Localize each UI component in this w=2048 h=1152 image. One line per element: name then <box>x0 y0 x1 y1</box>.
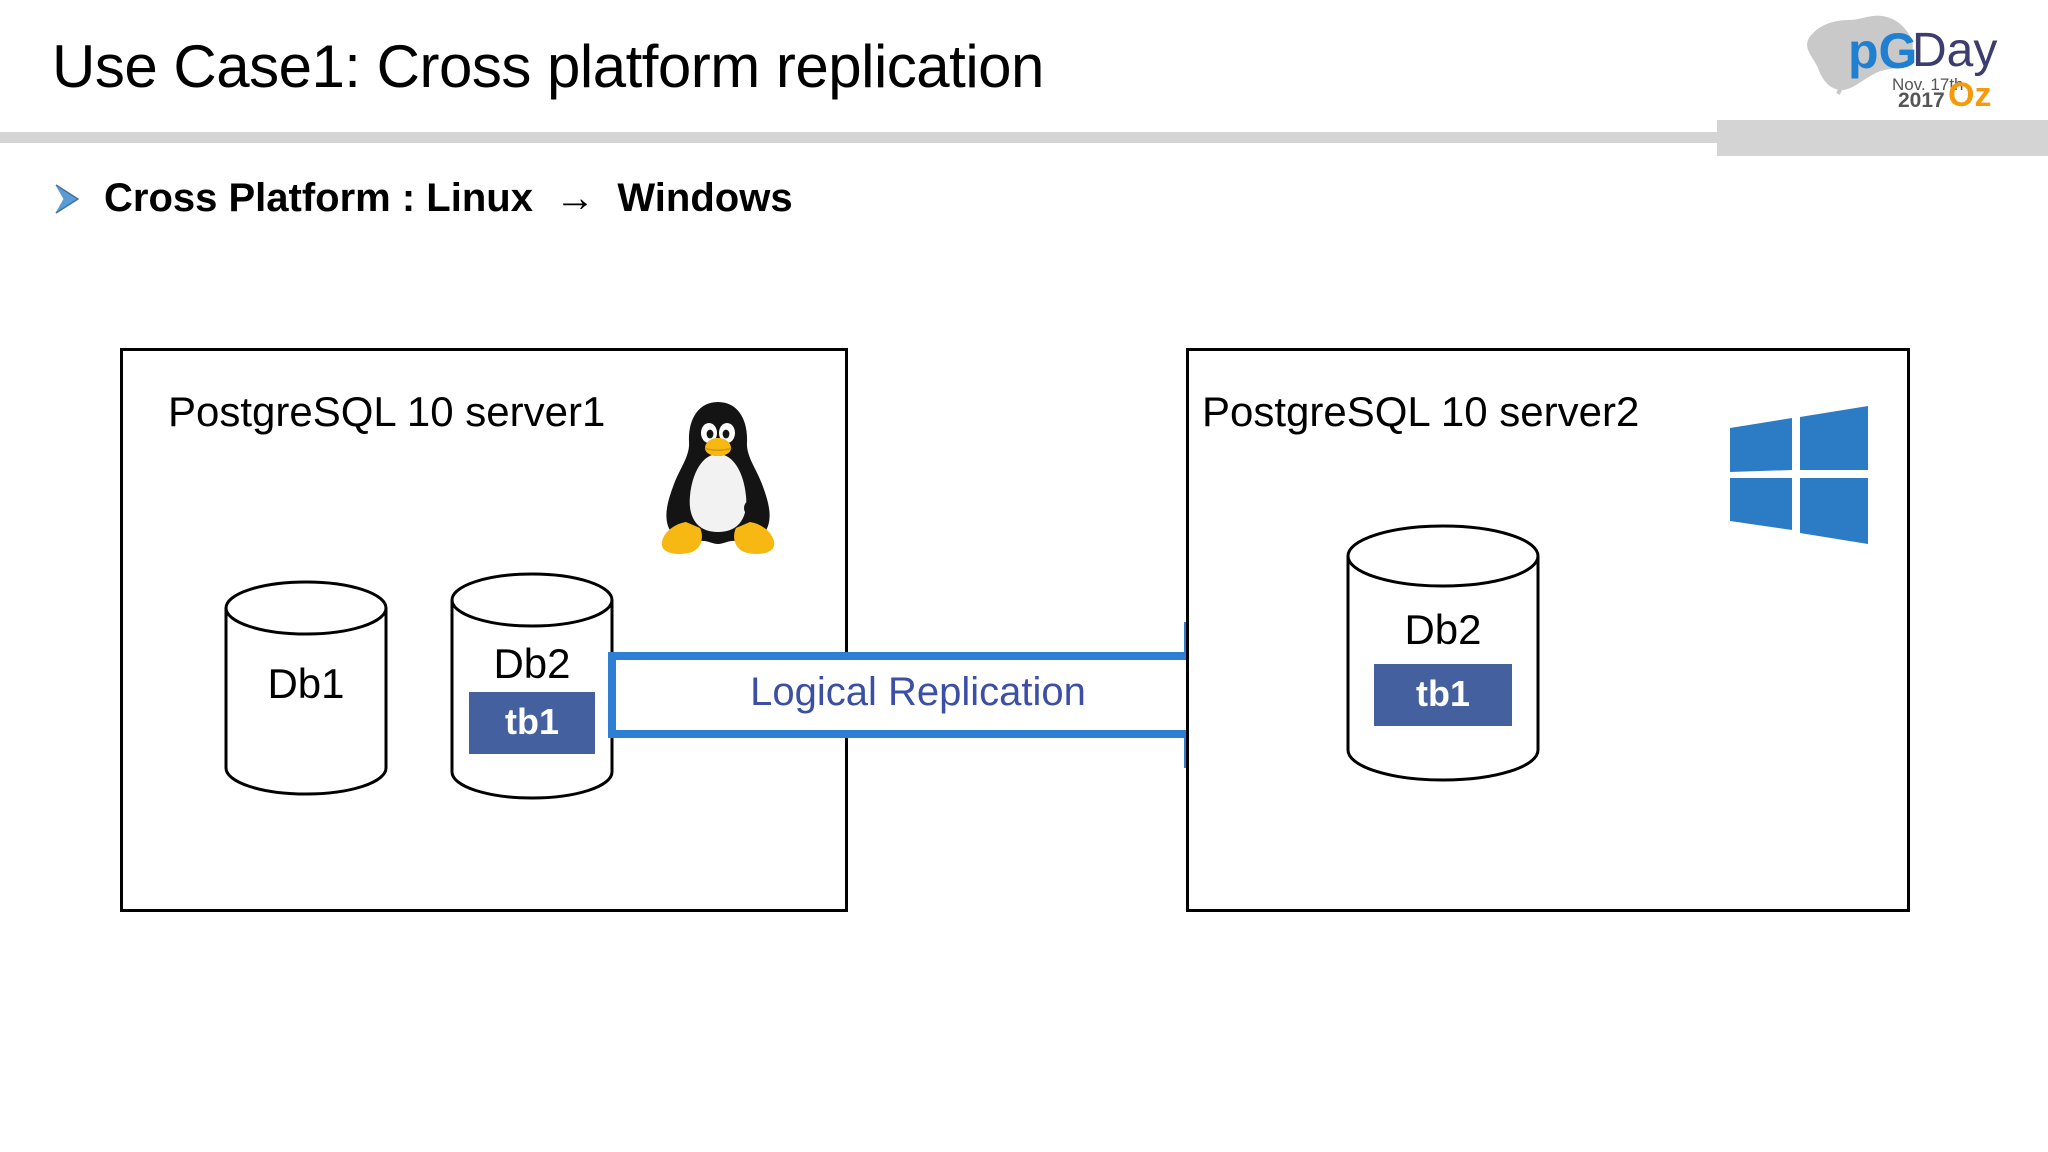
chevron-bullet-icon <box>55 183 80 214</box>
logo-pg-text: pG <box>1848 23 1917 79</box>
bullet-line: Cross Platform : Linux → Windows <box>52 176 793 221</box>
table-badge-tb1-target: tb1 <box>1374 664 1512 726</box>
logo-date-text: Nov. 17th <box>1892 75 1964 94</box>
map-silhouette-icon <box>1807 15 1913 91</box>
database-name-db2-source: Db2 <box>493 640 571 687</box>
logo-day-text: Day <box>1912 24 1997 77</box>
header-divider-block <box>1717 120 2048 156</box>
server-label-left: PostgreSQL 10 server1 <box>168 388 606 435</box>
database-name-db1: Db1 <box>267 660 345 707</box>
logo-year-text: 2017 <box>1898 89 1945 110</box>
bullet-text: Cross Platform : Linux → Windows <box>104 176 793 220</box>
page-title: Use Case1: Cross platform replication <box>52 33 1044 100</box>
logo-oz-text: Oz <box>1948 76 1991 110</box>
logical-replication-label: Logical Replication <box>750 670 1086 714</box>
header-divider <box>0 132 2048 143</box>
tux-linux-icon <box>646 398 790 558</box>
database-name-db2-target: Db2 <box>1404 606 1482 653</box>
windows-icon <box>1728 404 1870 546</box>
database-cylinder-db1: Db1 <box>222 578 390 798</box>
database-cylinder-db2-target: Db2 tb1 <box>1344 522 1542 786</box>
table-badge-tb1-source: tb1 <box>469 692 595 754</box>
database-cylinder-db2-source: Db2 tb1 <box>448 570 616 802</box>
server-label-right: PostgreSQL 10 server2 <box>1202 388 1640 435</box>
pgday-oz-logo: pG Day Nov. 17th 2017 Oz <box>1800 6 2028 114</box>
